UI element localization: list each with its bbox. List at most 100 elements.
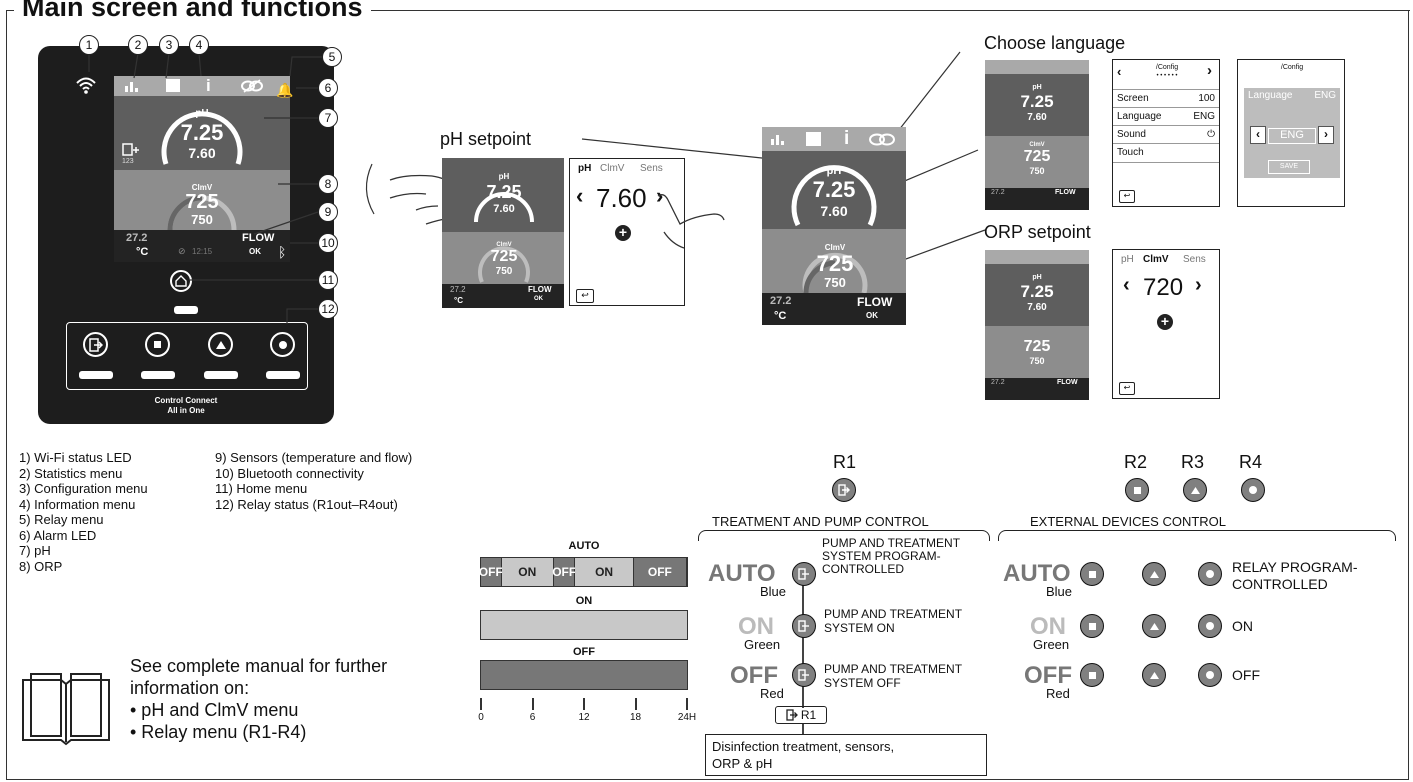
center-ph-value: 7.25: [812, 177, 856, 202]
tab-sens[interactable]: Sens: [1183, 254, 1206, 265]
mini-ph-setpoint: 7.60: [493, 203, 515, 215]
config-item-sound[interactable]: Sound ⏻: [1113, 125, 1219, 144]
information-icon[interactable]: i: [206, 76, 211, 95]
stop-square-icon: [1088, 622, 1096, 630]
ext-on-r2-icon: [1080, 614, 1104, 638]
manual-bullet: • pH and ClmV menu: [130, 700, 299, 720]
ph-gauge-block[interactable]: pH 7.25 7.60 123: [114, 96, 290, 170]
desc-line: CONTROLLED: [1232, 576, 1328, 592]
popup-title: Language: [1248, 90, 1293, 101]
configuration-icon[interactable]: [166, 79, 180, 92]
back-icon[interactable]: ↩: [1119, 382, 1135, 395]
timeline-tick-label: 12: [578, 712, 590, 723]
mini-ph-block: pH 7.25 7.60: [442, 158, 564, 232]
r1-mode-auto: AUTO: [708, 560, 776, 587]
triangle-up-icon: [215, 340, 226, 349]
ext-off-r2-icon: [1080, 663, 1104, 687]
orp-gauge-block[interactable]: ClmV 725 750: [114, 170, 290, 231]
mini-ph-value: 7.25: [486, 182, 522, 202]
ext-group-bracket: [998, 530, 1396, 541]
output-desc-line: ORP & pH: [712, 756, 773, 771]
mini-ph-arc: [474, 192, 534, 223]
popup-next-icon[interactable]: ›: [1318, 126, 1334, 144]
config-next-arrow-icon[interactable]: ›: [1207, 62, 1212, 79]
mini-orp-setpoint: 750: [495, 266, 513, 277]
ph-setpoint: 7.60: [188, 145, 216, 161]
callout-10: 10: [318, 233, 338, 253]
legend-right: 9) Sensors (temperature and flow) 10) Bl…: [215, 450, 412, 512]
tab-ph[interactable]: pH: [578, 163, 592, 174]
ph-setpoint-value: 7.60: [596, 183, 647, 213]
plus-icon[interactable]: +: [1157, 314, 1173, 330]
frame-bottom-border: [6, 779, 1408, 780]
increase-arrow-icon[interactable]: ›: [1195, 274, 1202, 296]
orp-screen-ph-label: pH: [1032, 274, 1042, 281]
decrease-arrow-icon[interactable]: ‹: [1123, 274, 1130, 296]
center-ph-block: pH 7.25 7.60: [762, 151, 906, 229]
brand-line-2: All in One: [167, 406, 205, 415]
timeline-segment-off: OFF: [479, 558, 503, 586]
lang-ph-block: pH 7.25 7.60: [985, 74, 1089, 136]
callout-6: 6: [318, 78, 338, 98]
desc-line: PUMP AND TREATMENT: [824, 662, 963, 676]
relay-r2-icon: [1125, 478, 1149, 502]
tab-ph[interactable]: pH: [1121, 254, 1134, 265]
tab-clmv[interactable]: ClmV: [600, 163, 625, 174]
ext-mode-auto-color: Blue: [1046, 584, 1073, 599]
callout-4: 4: [189, 35, 209, 55]
relay-r3-button[interactable]: [208, 332, 233, 357]
orp-screen-orp-setpoint: 750: [1029, 356, 1045, 366]
tab-sens[interactable]: Sens: [640, 163, 663, 174]
plus-icon[interactable]: +: [615, 225, 631, 241]
desc-line: SYSTEM OFF: [824, 676, 901, 690]
legend-item: 11) Home menu: [215, 481, 308, 496]
config-back-arrow-icon[interactable]: ‹: [1117, 64, 1122, 79]
center-temp: 27.2: [770, 295, 792, 307]
lang-flow: FLOW: [1055, 189, 1076, 196]
back-icon[interactable]: ↩: [1119, 190, 1135, 203]
lang-temp: 27.2: [991, 189, 1005, 196]
mini-temp-unit: °C: [454, 296, 463, 305]
relay-r2-button[interactable]: [145, 332, 170, 357]
triangle-up-icon: [1190, 486, 1200, 494]
lang-ph-setpoint: 7.60: [1027, 112, 1047, 123]
config-header: /Config: [1155, 64, 1179, 71]
tab-clmv[interactable]: ClmV: [1143, 254, 1169, 265]
config-item-screen[interactable]: Screen 100: [1113, 89, 1219, 108]
orp-setpoint-panel: pH ClmV Sens ‹ 720 › + ↩: [1112, 249, 1220, 399]
legend-item: 7) pH: [19, 543, 51, 558]
back-icon[interactable]: ↩: [576, 289, 594, 303]
popup-option[interactable]: ENG: [1268, 128, 1316, 144]
r1-off-icon: [792, 663, 816, 687]
ph-setpoint-panel: pH ClmV Sens ‹ 7.60 › + ↩: [569, 158, 685, 306]
relay-r1-button[interactable]: [83, 332, 108, 357]
callout-7: 7: [318, 108, 338, 128]
config-menu-panel: ‹ /Config • • • • • • › Screen 100 Langu…: [1112, 59, 1220, 207]
center-orp-setpoint: 750: [824, 275, 846, 290]
config-item-touch[interactable]: Touch: [1113, 143, 1219, 163]
home-button[interactable]: [170, 270, 192, 292]
config-item-language[interactable]: Language ENG: [1113, 107, 1219, 126]
ext-auto-desc: RELAY PROGRAM- CONTROLLED: [1232, 559, 1358, 593]
r1-output-connector: [802, 724, 804, 734]
record-dot-icon: [1249, 486, 1257, 494]
callout-5: 5: [322, 47, 342, 67]
relay-r4-button[interactable]: [270, 332, 295, 357]
bluetooth-icon: ᛒ: [278, 244, 287, 260]
decrease-arrow-icon[interactable]: ‹: [576, 183, 584, 208]
relay-link-icon[interactable]: [240, 79, 264, 93]
save-button[interactable]: SAVE: [1268, 160, 1310, 174]
statistics-icon[interactable]: [124, 79, 140, 93]
orp-flow: FLOW: [1057, 379, 1078, 386]
exit-arrow-icon: [838, 484, 850, 496]
r1-mode-auto-color: Blue: [760, 584, 787, 599]
exit-arrow-icon: [798, 620, 809, 632]
r1-group-bracket: [698, 530, 990, 541]
clock-icon: ⊘: [178, 246, 186, 256]
popup-prev-icon[interactable]: ‹: [1250, 126, 1266, 144]
config-item-label: Screen: [1117, 93, 1149, 104]
desc-line: RELAY PROGRAM-: [1232, 559, 1358, 575]
clock-time: 12:15: [192, 247, 213, 256]
